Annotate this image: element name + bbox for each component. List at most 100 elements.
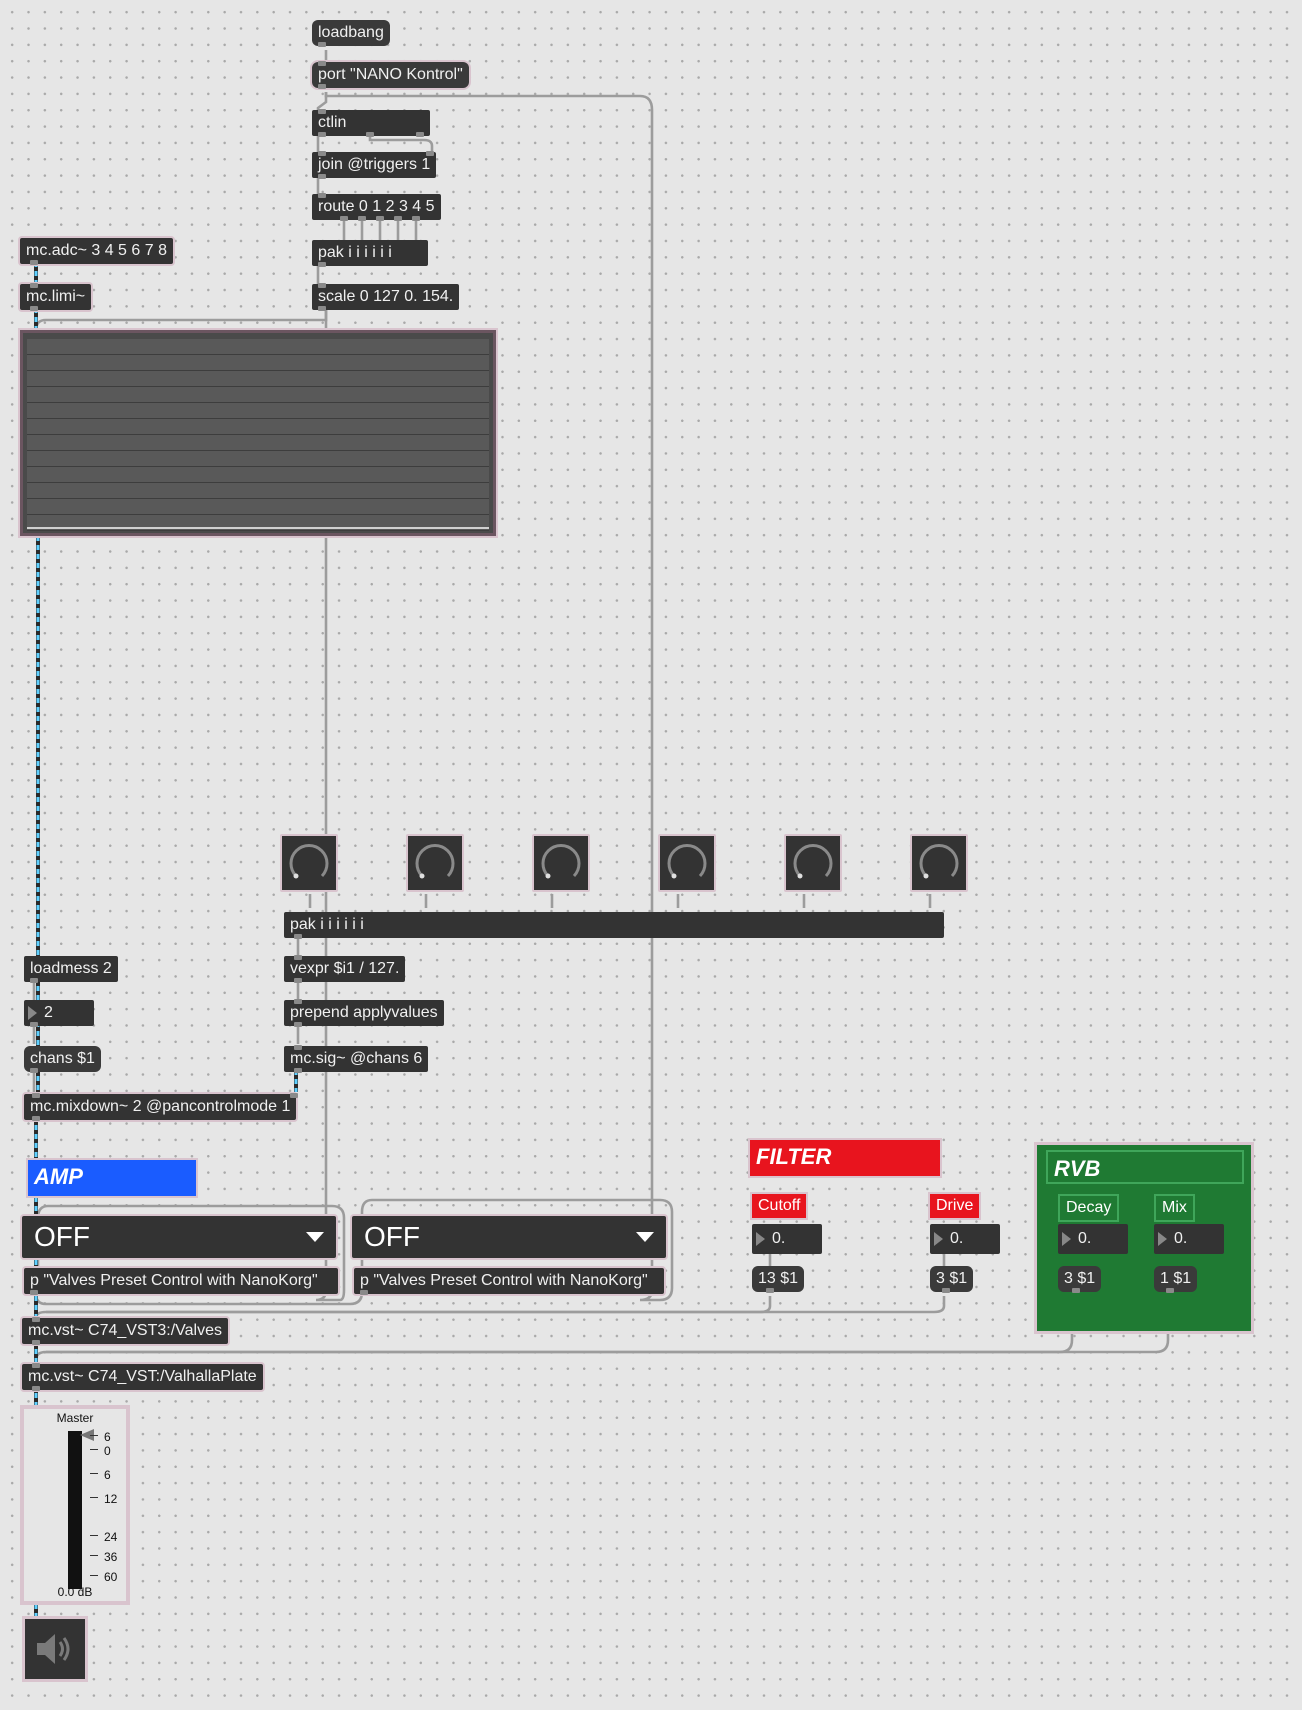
dial-4[interactable]	[658, 834, 716, 892]
scale-object[interactable]: scale 0 127 0. 154.	[312, 283, 460, 311]
ctlin-object[interactable]: ctlin	[312, 109, 430, 137]
decay-number-box[interactable]: 0.	[1058, 1224, 1128, 1254]
inlet[interactable]	[30, 283, 38, 288]
outlet[interactable]	[32, 1386, 40, 1391]
outlet[interactable]	[376, 216, 384, 221]
outlet[interactable]	[294, 978, 302, 983]
chans-message[interactable]: chans $1	[24, 1046, 101, 1073]
inlet[interactable]	[318, 61, 326, 66]
dial-6[interactable]	[910, 834, 968, 892]
filter-title: FILTER	[756, 1144, 832, 1169]
multislider-row[interactable]	[27, 355, 489, 371]
loadmess-object[interactable]: loadmess 2	[24, 956, 118, 983]
outlet[interactable]	[366, 132, 374, 137]
outlet[interactable]	[294, 1022, 302, 1027]
multislider-row[interactable]	[27, 419, 489, 435]
inlet[interactable]	[294, 1045, 302, 1050]
dial-2[interactable]	[406, 834, 464, 892]
adc-object[interactable]: mc.adc~ 3 4 5 6 7 8	[20, 238, 173, 265]
join-object[interactable]: join @triggers 1	[312, 151, 437, 179]
outlet[interactable]	[30, 1022, 38, 1027]
outlet[interactable]	[766, 1288, 774, 1293]
mix-number-box[interactable]: 0.	[1154, 1224, 1224, 1254]
outlet[interactable]	[318, 84, 326, 89]
outlet[interactable]	[1166, 1288, 1174, 1293]
multislider[interactable]	[20, 330, 496, 536]
inlet[interactable]	[318, 193, 326, 198]
inlet[interactable]	[294, 955, 302, 960]
outlet[interactable]	[318, 174, 326, 179]
outlet[interactable]	[412, 216, 420, 221]
pak-top-object[interactable]: pak i i i i i i	[312, 240, 428, 267]
inlet[interactable]	[290, 1093, 298, 1098]
outlet[interactable]	[394, 216, 402, 221]
limi-object[interactable]: mc.limi~	[20, 283, 92, 311]
multislider-row[interactable]	[27, 339, 489, 355]
multislider-row[interactable]	[27, 435, 489, 451]
outlet[interactable]	[416, 132, 424, 137]
loadbang-object[interactable]: loadbang	[312, 20, 390, 47]
inlet[interactable]	[294, 999, 302, 1004]
dial-5[interactable]	[784, 834, 842, 892]
mix-message[interactable]: 1 $1	[1154, 1266, 1198, 1293]
preset-menu-1[interactable]: OFF	[22, 1216, 336, 1258]
decay-message[interactable]: 3 $1	[1058, 1266, 1102, 1293]
inlet[interactable]	[32, 1363, 40, 1368]
dac-speaker-button[interactable]	[22, 1616, 88, 1682]
prepend-object[interactable]: prepend applyvalues	[284, 999, 444, 1027]
preset-menu-2[interactable]: OFF	[352, 1216, 666, 1258]
cutoff-number-box[interactable]: 0.	[752, 1224, 822, 1254]
outlet[interactable]	[318, 42, 326, 47]
multislider-row[interactable]	[27, 467, 489, 483]
outlet[interactable]	[1072, 1288, 1080, 1293]
vst-plate-object[interactable]: mc.vst~ C74_VST:/ValhallaPlate	[22, 1363, 263, 1391]
drive-message[interactable]: 3 $1	[930, 1266, 974, 1293]
inlet[interactable]	[32, 1317, 40, 1322]
outlet[interactable]	[32, 1116, 40, 1121]
mixdown-object[interactable]: mc.mixdown~ 2 @pancontrolmode 1	[24, 1093, 298, 1121]
outlet[interactable]	[30, 306, 38, 311]
dial-3[interactable]	[532, 834, 590, 892]
outlet[interactable]	[30, 1290, 38, 1295]
cutoff-message[interactable]: 13 $1	[752, 1266, 805, 1293]
outlet[interactable]	[318, 262, 326, 267]
outlet[interactable]	[30, 978, 38, 983]
gain-track[interactable]	[68, 1431, 82, 1589]
outlet[interactable]	[30, 260, 38, 265]
preset-control-1[interactable]: p "Valves Preset Control with NanoKorg"	[24, 1268, 338, 1295]
dial-1[interactable]	[280, 834, 338, 892]
multislider-row[interactable]	[27, 451, 489, 467]
outlet[interactable]	[294, 1068, 302, 1073]
preset-control-2[interactable]: p "Valves Preset Control with NanoKorg"	[354, 1268, 664, 1295]
outlet[interactable]	[942, 1288, 950, 1293]
outlet[interactable]	[30, 1068, 38, 1073]
outlet[interactable]	[360, 1290, 368, 1295]
vexpr-object[interactable]: vexpr $i1 / 127.	[284, 955, 406, 983]
inlet[interactable]	[318, 109, 326, 114]
chans-number-box[interactable]: 2	[24, 1000, 94, 1027]
drive-number-box[interactable]: 0.	[930, 1224, 1000, 1254]
pak-bottom-object[interactable]: pak i i i i i i	[284, 912, 944, 939]
port-message[interactable]: port "NANO Kontrol"	[312, 61, 469, 89]
decay-value: 0.	[1078, 1230, 1092, 1247]
mcsig-object[interactable]: mc.sig~ @chans 6	[284, 1045, 429, 1073]
multislider-row[interactable]	[27, 371, 489, 387]
outlet[interactable]	[358, 216, 366, 221]
inlet[interactable]	[318, 151, 326, 156]
outlet[interactable]	[294, 934, 302, 939]
inlet[interactable]	[32, 1093, 40, 1098]
multislider-row[interactable]	[27, 499, 489, 515]
outlet[interactable]	[32, 1340, 40, 1345]
inlet[interactable]	[318, 283, 326, 288]
outlet[interactable]	[340, 216, 348, 221]
vst-valves-object[interactable]: mc.vst~ C74_VST3:/Valves	[22, 1317, 228, 1345]
dropdown-arrow-icon	[636, 1232, 654, 1242]
master-gain-slider[interactable]: Master 6 0 6 12 24 36 60 0.0 dB	[20, 1405, 130, 1605]
multislider-row[interactable]	[27, 483, 489, 499]
outlet[interactable]	[318, 132, 326, 137]
route-object[interactable]: route 0 1 2 3 4 5	[312, 193, 441, 221]
multislider-row[interactable]	[27, 387, 489, 403]
inlet[interactable]	[426, 151, 434, 156]
outlet[interactable]	[318, 306, 326, 311]
multislider-row[interactable]	[27, 403, 489, 419]
